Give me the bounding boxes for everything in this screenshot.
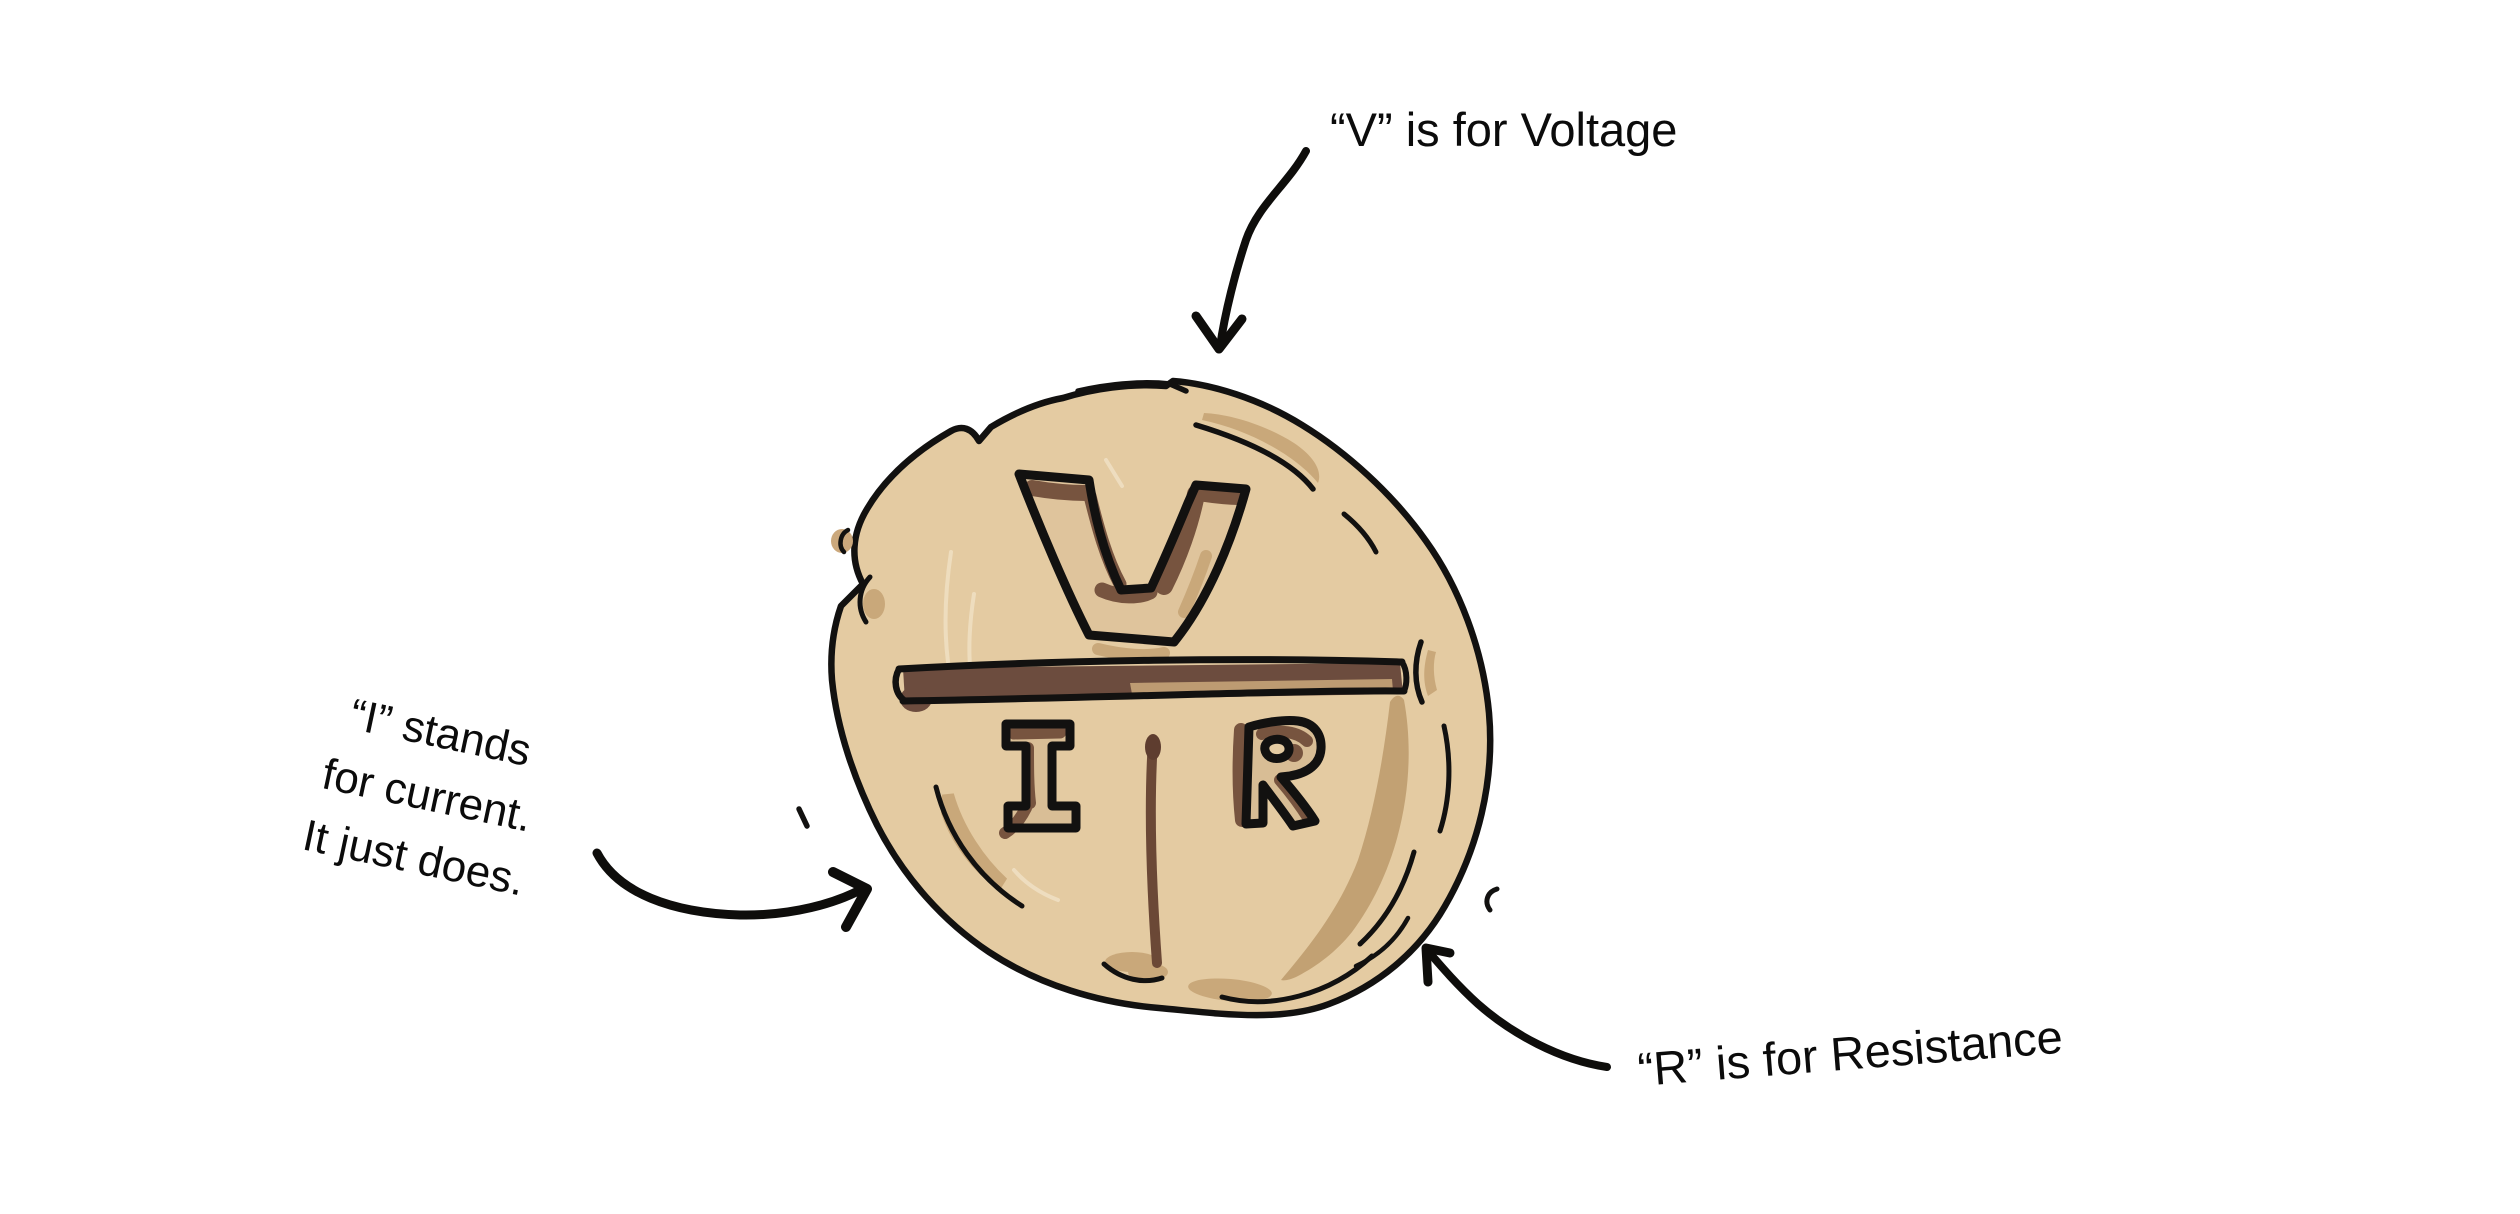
arrow-current <box>592 848 872 932</box>
arrow-voltage <box>1191 147 1310 354</box>
arrow-resistance <box>1421 943 1611 1071</box>
cookie-highlights <box>943 458 1124 902</box>
letter-v-carving <box>1014 469 1251 662</box>
cookie-deep-shadow-crescent <box>1281 695 1409 981</box>
cookie-shading <box>863 413 1437 1002</box>
crumb-specks <box>796 527 1500 913</box>
tick-left <box>796 806 810 829</box>
label-voltage: “V” is for Voltage <box>1330 103 1678 156</box>
fraction-bar-carving <box>892 639 1425 712</box>
divider-line-carving <box>1145 734 1162 968</box>
annotation-arrows <box>592 147 1611 1071</box>
cookie <box>796 377 1500 1019</box>
crumb-right <box>1484 886 1500 913</box>
cookie-sketch-arcs <box>857 422 1452 1005</box>
letter-r-carving <box>1232 716 1326 831</box>
cookie-top-sketch-line <box>1075 380 1189 394</box>
letter-i-carving <box>999 719 1081 839</box>
